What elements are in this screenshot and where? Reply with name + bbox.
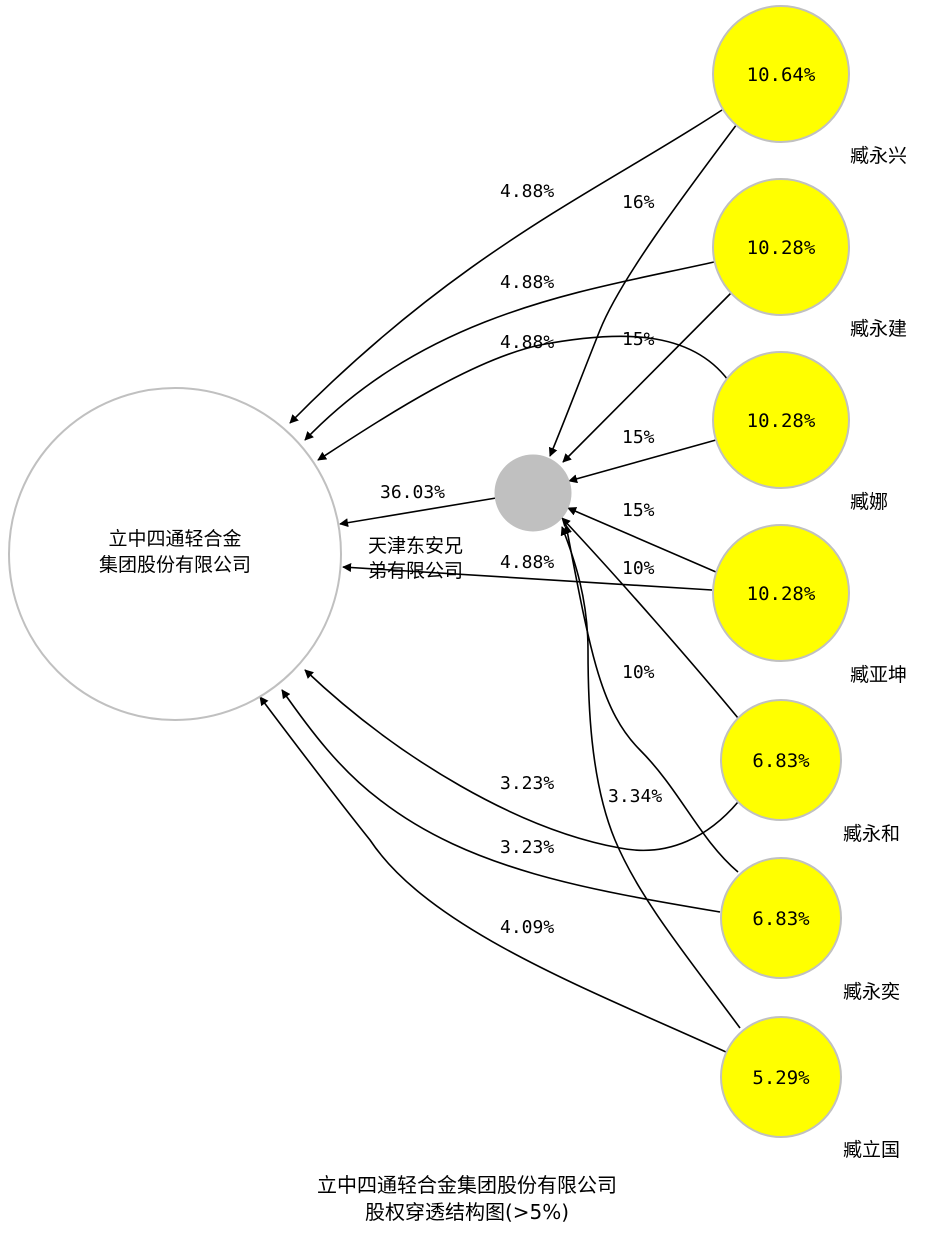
shareholder-node-zang-yongyi[interactable]: 6.83% 臧永奕 (720, 857, 900, 1003)
edge-guo-dongan (560, 526, 741, 1029)
edge-dongan-company (339, 497, 497, 528)
caption-subtitle: 股权穿透结构图(>5%) (365, 1200, 569, 1224)
shareholder-node-zang-yongjian[interactable]: 10.28% 臧永建 (712, 178, 907, 340)
edge-yi-company (281, 689, 721, 913)
company-name-line2: 集团股份有限公司 (99, 554, 251, 576)
edge-label-jian-company: 4.88% (500, 272, 554, 293)
shareholder-percent: 6.83% (752, 750, 810, 772)
shareholder-node-zang-yakun[interactable]: 10.28% 臧亚坤 (712, 524, 907, 686)
edge-kun-dongan (567, 507, 717, 573)
edge-label-kun-dongan: 15% (622, 500, 655, 521)
shareholder-name: 臧永建 (850, 318, 907, 340)
shareholder-percent: 10.28% (747, 237, 816, 259)
edge-label-na-company: 4.88% (500, 332, 554, 353)
edge-label-guo-dongan: 3.34% (608, 786, 662, 807)
edge-na-dongan (568, 439, 717, 484)
edge-label-xing-dongan: 16% (622, 192, 655, 213)
edge-label-he-company: 3.23% (500, 773, 554, 794)
edge-label-he-dongan: 10% (622, 558, 655, 579)
shareholder-node-zang-liguo[interactable]: 5.29% 臧立国 (720, 1016, 900, 1161)
edge-label-kun-company: 4.88% (500, 552, 554, 573)
edge-label-xing-company: 4.88% (500, 181, 554, 202)
shareholder-percent: 6.83% (752, 908, 810, 930)
edge-label-guo-company: 4.09% (500, 917, 554, 938)
shareholder-name: 臧永兴 (850, 145, 907, 167)
edge-label-yi-company: 3.23% (500, 837, 554, 858)
edge-label-jian-dongan: 15% (622, 329, 655, 350)
edge-he-dongan (561, 517, 739, 719)
edge-na-company (317, 335, 729, 461)
caption-title: 立中四通轻合金集团股份有限公司 (317, 1173, 617, 1197)
edge-guo-company (259, 696, 727, 1053)
edge-xing-company (289, 109, 723, 424)
intermediate-name-line1: 天津东安兄 (368, 535, 463, 557)
company-name-line1: 立中四通轻合金 (108, 528, 241, 550)
shareholder-percent: 10.64% (747, 64, 816, 86)
shareholder-name: 臧永奕 (843, 981, 900, 1003)
edge-kun-company (342, 563, 713, 591)
shareholder-name: 臧永和 (843, 823, 900, 845)
shareholder-percent: 10.28% (747, 583, 816, 605)
edge-label-dongan-company: 36.03% (380, 482, 445, 503)
company-node[interactable]: 立中四通轻合金 集团股份有限公司 (8, 387, 342, 721)
edge-yi-dongan (563, 524, 739, 873)
shareholder-percent: 5.29% (752, 1067, 810, 1089)
intermediate-node[interactable]: 天津东安兄 弟有限公司 (368, 454, 572, 582)
shareholder-name: 臧娜 (850, 491, 888, 513)
shareholder-node-zang-yongxing[interactable]: 10.64% 臧永兴 (712, 5, 907, 167)
shareholder-node-zang-yonghe[interactable]: 6.83% 臧永和 (720, 699, 900, 845)
edge-xing-dongan (548, 119, 741, 457)
shareholder-name: 臧立国 (843, 1139, 900, 1161)
shareholder-node-zang-na[interactable]: 10.28% 臧娜 (712, 351, 888, 513)
edge-jian-company (304, 261, 715, 441)
shareholder-name: 臧亚坤 (850, 664, 907, 686)
intermediate-name-line2: 弟有限公司 (368, 560, 463, 582)
edge-label-na-dongan: 15% (622, 427, 655, 448)
edge-label-yi-dongan: 10% (622, 662, 655, 683)
shareholder-percent: 10.28% (747, 410, 816, 432)
edge-jian-dongan (562, 289, 735, 463)
edge-he-company (304, 669, 739, 852)
